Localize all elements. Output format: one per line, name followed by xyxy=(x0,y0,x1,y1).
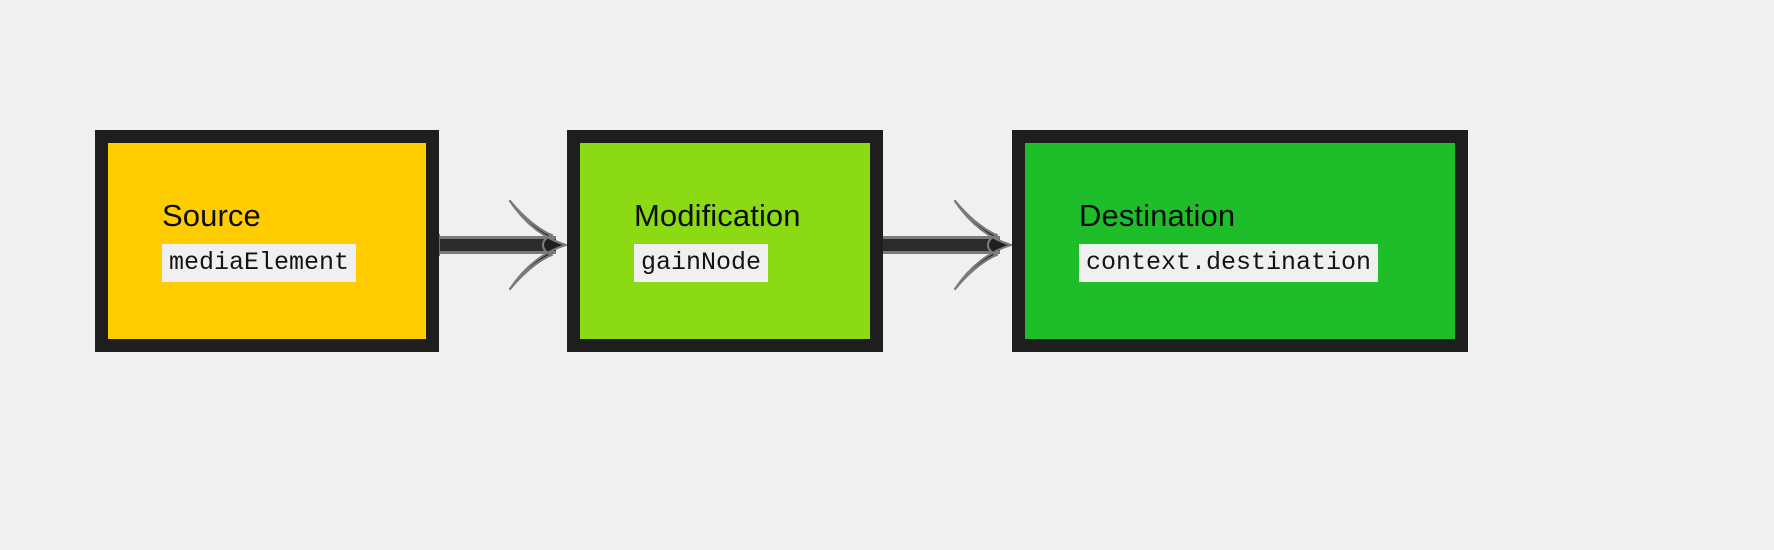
node-modification[interactable]: Modification gainNode xyxy=(567,130,883,352)
node-source-title: Source xyxy=(162,197,261,233)
node-modification-title: Modification xyxy=(634,197,801,233)
edge-modification-to-destination xyxy=(874,199,1013,291)
node-destination[interactable]: Destination context.destination xyxy=(1012,130,1468,352)
edge-source-to-modification xyxy=(434,199,568,291)
node-modification-code: gainNode xyxy=(634,244,769,283)
node-source[interactable]: Source mediaElement xyxy=(95,130,439,352)
node-destination-title: Destination xyxy=(1079,197,1236,233)
node-source-code: mediaElement xyxy=(162,244,357,283)
node-destination-code: context.destination xyxy=(1079,244,1379,283)
